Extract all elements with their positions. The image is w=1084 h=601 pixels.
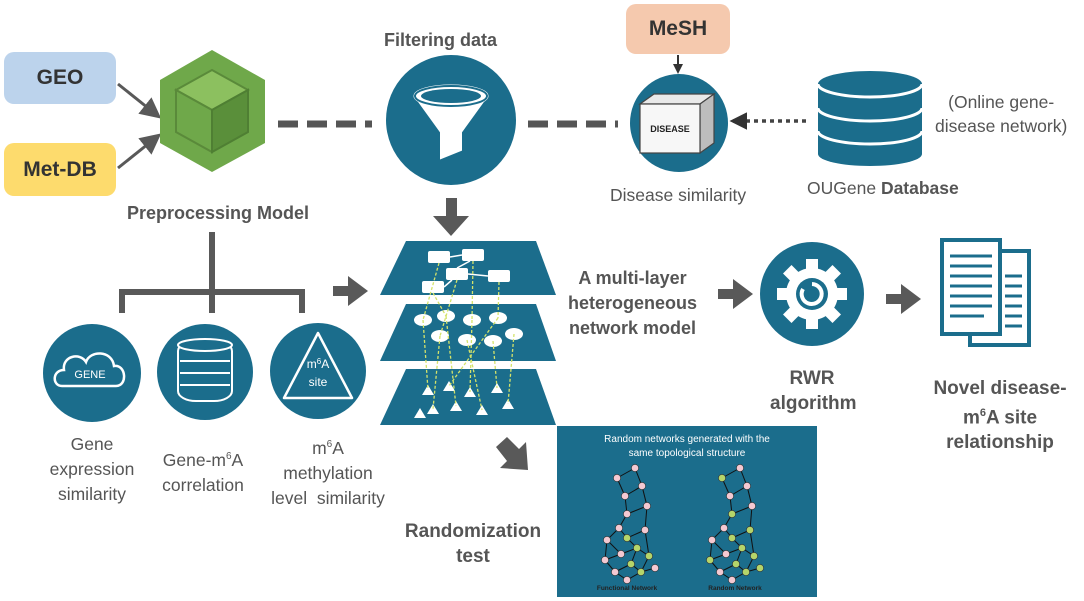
graph-node: [718, 474, 726, 482]
disease-icon: DISEASE: [630, 74, 728, 172]
rwr-algorithm-label: RWR algorithm: [770, 368, 857, 414]
graph-node: [728, 576, 736, 584]
gene-m6a-correlation-label: Gene-m6A correlation: [162, 449, 244, 495]
graph-node: [623, 510, 631, 518]
gene-cloud-icon: GENE: [43, 324, 141, 422]
gear-icon: [760, 242, 864, 346]
graph-node: [645, 552, 653, 560]
novel-relationship-label: Novel disease- m6A site relationship: [933, 378, 1067, 454]
graph-node: [716, 568, 724, 576]
graph-node: [611, 568, 619, 576]
document-icon: [940, 238, 1031, 347]
funnel-icon: [386, 55, 516, 185]
graph-node: [603, 536, 611, 544]
graph-node: [746, 526, 754, 534]
graph-edge: [644, 505, 648, 531]
graph-node: [720, 524, 728, 532]
preprocessing-cube-icon: [160, 50, 265, 172]
svg-text:same topological structure: same topological structure: [629, 448, 746, 459]
graph-node: [643, 502, 651, 510]
graph-node: [615, 524, 623, 532]
metdb-to-cube-arrow: [117, 133, 162, 170]
met-db-box: Met-DB: [4, 143, 116, 196]
network-to-random-arrow: [496, 437, 528, 470]
svg-text:Random networks generated with: Random networks generated with the: [604, 434, 770, 445]
graph-node: [623, 534, 631, 542]
geo-to-cube-arrow: [117, 82, 162, 119]
database-icon: [816, 71, 924, 166]
graph-node: [742, 568, 750, 576]
online-network-label: (Online gene- disease network): [935, 92, 1068, 136]
graph-edge: [749, 529, 755, 557]
svg-text:m6A: m6A: [307, 357, 329, 372]
svg-text:site: site: [309, 375, 328, 389]
graph-node: [613, 474, 621, 482]
preprocessing-model-label: Preprocessing Model: [127, 203, 310, 223]
mesh-box: MeSH: [626, 4, 730, 54]
graph-node: [728, 534, 736, 542]
graph-node: [706, 556, 714, 564]
correlation-database-icon: [157, 324, 253, 420]
multilayer-network-icon: [380, 241, 556, 425]
graph-node: [601, 556, 609, 564]
random-network-graph: [706, 464, 764, 584]
graph-node: [738, 544, 746, 552]
random-networks-panel: Random networks generated with the same …: [557, 426, 817, 597]
graph-node: [638, 482, 646, 490]
svg-text:Functional Network: Functional Network: [597, 585, 658, 592]
graph-node: [651, 564, 659, 572]
graph-node: [641, 526, 649, 534]
graph-node: [726, 492, 734, 500]
geo-box: GEO: [4, 52, 116, 104]
disease-similarity-label: Disease similarity: [610, 185, 747, 205]
ougene-database-label: OUGene Database: [807, 178, 959, 198]
graph-node: [627, 560, 635, 568]
svg-text:DISEASE: DISEASE: [650, 124, 690, 134]
graph-node: [736, 464, 744, 472]
graph-node: [631, 464, 639, 472]
svg-text:Random Network: Random Network: [708, 585, 762, 592]
graph-node: [750, 552, 758, 560]
svg-text:GENE: GENE: [74, 369, 105, 381]
graph-node: [743, 482, 751, 490]
graph-edge: [644, 529, 650, 557]
functional-network-graph: [601, 464, 659, 584]
rwr-to-result-arrow: [886, 284, 921, 314]
graph-node: [708, 536, 716, 544]
multilayer-model-label: A multi-layer heterogeneous network mode…: [568, 268, 698, 338]
graph-node: [633, 544, 641, 552]
filtering-data-label: Filtering data: [384, 30, 498, 50]
graph-node: [617, 550, 625, 558]
gene-expression-label: Gene expression similarity: [49, 434, 135, 504]
tree-connector: [119, 232, 305, 313]
graph-node: [732, 560, 740, 568]
m6a-site-icon: m6A site: [270, 323, 366, 419]
graph-node: [637, 568, 645, 576]
icons-to-network-arrow: [333, 276, 368, 306]
funnel-down-arrow: [433, 198, 469, 236]
randomization-test-label: Randomization test: [404, 521, 542, 567]
graph-node: [728, 510, 736, 518]
graph-node: [748, 502, 756, 510]
network-to-rwr-arrow: [718, 279, 753, 309]
graph-node: [756, 564, 764, 572]
graph-edge: [749, 505, 753, 531]
methylation-similarity-label: m6A methylation level similarity: [271, 437, 385, 508]
graph-node: [621, 492, 629, 500]
graph-node: [623, 576, 631, 584]
graph-node: [722, 550, 730, 558]
